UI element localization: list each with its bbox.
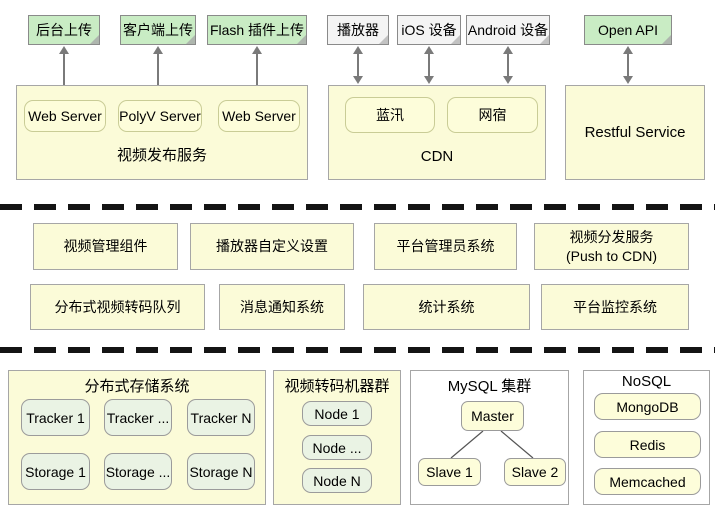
chip-polyv-server: PolyV Server bbox=[118, 100, 202, 132]
chip-web-server-1: Web Server bbox=[24, 100, 106, 132]
box-label: 视频管理组件 bbox=[63, 238, 148, 255]
box-label: 视频分发服务 bbox=[569, 229, 654, 246]
arrow-android-device bbox=[502, 46, 514, 84]
chip-node-1: Node 1 bbox=[302, 401, 372, 426]
dashed-divider-bottom bbox=[0, 347, 715, 353]
chip-label: Storage ... bbox=[105, 463, 171, 480]
chip-mongodb: MongoDB bbox=[594, 393, 701, 420]
panel-restful-service: Restful Service bbox=[565, 85, 705, 180]
chip-label: Memcached bbox=[609, 473, 686, 490]
chip-label: Node ... bbox=[312, 439, 362, 456]
panel-title-storage: 分布式存储系统 bbox=[84, 378, 190, 395]
panel-mysql-cluster: MySQL 集群 Master Slave 1 Slave 2 bbox=[410, 370, 569, 505]
chip-node-n: Node ... bbox=[302, 435, 372, 460]
chip-cdn-lanxun: 蓝汛 bbox=[345, 97, 435, 133]
chip-label: Storage N bbox=[189, 463, 253, 480]
note-label: 后台上传 bbox=[36, 22, 92, 38]
box-label: 平台监控系统 bbox=[573, 298, 657, 315]
chip-tracker-N: Tracker N bbox=[187, 399, 255, 436]
arrow-player bbox=[352, 46, 364, 84]
chip-storage-N: Storage N bbox=[187, 453, 255, 490]
chip-node-N: Node N bbox=[302, 468, 372, 493]
panel-nosql: NoSQL MongoDB Redis Memcached bbox=[583, 370, 710, 505]
note-label: 客户端上传 bbox=[123, 22, 193, 38]
chip-label: MongoDB bbox=[616, 398, 679, 415]
note-backend-upload: 后台上传 bbox=[28, 15, 100, 45]
panel-title-video-publish: 视频发布服务 bbox=[116, 147, 207, 164]
chip-label: Web Server bbox=[28, 108, 102, 124]
panel-cdn: 蓝汛 网宿 CDN bbox=[328, 85, 546, 180]
box-label: 分布式视频转码队列 bbox=[54, 298, 181, 315]
note-label: iOS 设备 bbox=[401, 22, 457, 38]
panel-title-mysql: MySQL 集群 bbox=[447, 378, 532, 395]
panel-title-restful: Restful Service bbox=[584, 124, 686, 141]
note-label: Open API bbox=[598, 22, 658, 38]
panel-transcode-cluster: 视频转码机器群 Node 1 Node ... Node N bbox=[273, 370, 401, 505]
chip-label: Master bbox=[471, 408, 514, 424]
note-android-device: Android 设备 bbox=[466, 15, 550, 45]
box-player-customization: 播放器自定义设置 bbox=[190, 223, 354, 270]
panel-video-publish-service: Web Server PolyV Server Web Server 视频发布服… bbox=[16, 85, 308, 180]
chip-label: Tracker N bbox=[190, 409, 252, 426]
mysql-replication-lines bbox=[450, 430, 534, 459]
box-platform-monitoring: 平台监控系统 bbox=[541, 284, 689, 330]
chip-memcached: Memcached bbox=[594, 468, 701, 495]
chip-storage-1: Storage 1 bbox=[21, 453, 90, 490]
note-ios-device: iOS 设备 bbox=[397, 15, 461, 45]
chip-web-server-2: Web Server bbox=[218, 100, 300, 132]
box-label: 统计系统 bbox=[418, 298, 475, 315]
chip-label: Node N bbox=[313, 472, 361, 489]
chip-mysql-slave-2: Slave 2 bbox=[504, 458, 566, 486]
box-platform-admin-system: 平台管理员系统 bbox=[374, 223, 517, 270]
chip-label: Node 1 bbox=[314, 405, 360, 422]
chip-label: Tracker ... bbox=[106, 409, 170, 426]
chip-tracker-1: Tracker 1 bbox=[21, 399, 90, 436]
chip-mysql-slave-1: Slave 1 bbox=[418, 458, 481, 486]
chip-label: 蓝汛 bbox=[376, 107, 404, 123]
chip-label: Slave 2 bbox=[511, 464, 559, 480]
chip-label: PolyV Server bbox=[119, 108, 201, 124]
note-flash-upload: Flash 插件上传 bbox=[207, 15, 307, 45]
chip-label: Web Server bbox=[222, 108, 296, 124]
note-player: 播放器 bbox=[327, 15, 389, 45]
chip-redis: Redis bbox=[594, 431, 701, 458]
box-statistics-system: 统计系统 bbox=[363, 284, 530, 330]
panel-title-nosql: NoSQL bbox=[621, 373, 672, 390]
box-video-management: 视频管理组件 bbox=[33, 223, 178, 270]
panel-title-cdn: CDN bbox=[420, 148, 454, 165]
box-sublabel: (Push to CDN) bbox=[565, 247, 658, 264]
chip-label: Redis bbox=[629, 436, 666, 453]
box-video-distribution: 视频分发服务 (Push to CDN) bbox=[534, 223, 689, 270]
panel-title-transcode: 视频转码机器群 bbox=[284, 378, 390, 395]
panel-distributed-storage: 分布式存储系统 Tracker 1 Tracker ... Tracker N … bbox=[8, 370, 266, 505]
box-message-notification: 消息通知系统 bbox=[219, 284, 345, 330]
chip-mysql-master: Master bbox=[461, 401, 524, 431]
note-label: 播放器 bbox=[337, 22, 379, 38]
note-open-api: Open API bbox=[584, 15, 672, 45]
chip-cdn-wangsu: 网宿 bbox=[447, 97, 538, 133]
box-label: 平台管理员系统 bbox=[396, 238, 495, 255]
arrow-ios-device bbox=[423, 46, 435, 84]
chip-label: 网宿 bbox=[478, 107, 507, 123]
note-client-upload: 客户端上传 bbox=[120, 15, 196, 45]
arrow-open-api bbox=[622, 46, 634, 84]
chip-label: Tracker 1 bbox=[26, 409, 85, 426]
chip-tracker-n: Tracker ... bbox=[104, 399, 172, 436]
chip-label: Storage 1 bbox=[25, 463, 86, 480]
chip-storage-n: Storage ... bbox=[104, 453, 172, 490]
note-label: Flash 插件上传 bbox=[209, 22, 305, 38]
box-label: 播放器自定义设置 bbox=[216, 238, 328, 255]
box-distributed-transcode-queue: 分布式视频转码队列 bbox=[30, 284, 205, 330]
chip-label: Slave 1 bbox=[426, 464, 473, 480]
box-label: 消息通知系统 bbox=[240, 298, 324, 315]
note-label: Android 设备 bbox=[467, 22, 549, 38]
dashed-divider-top bbox=[0, 204, 715, 210]
